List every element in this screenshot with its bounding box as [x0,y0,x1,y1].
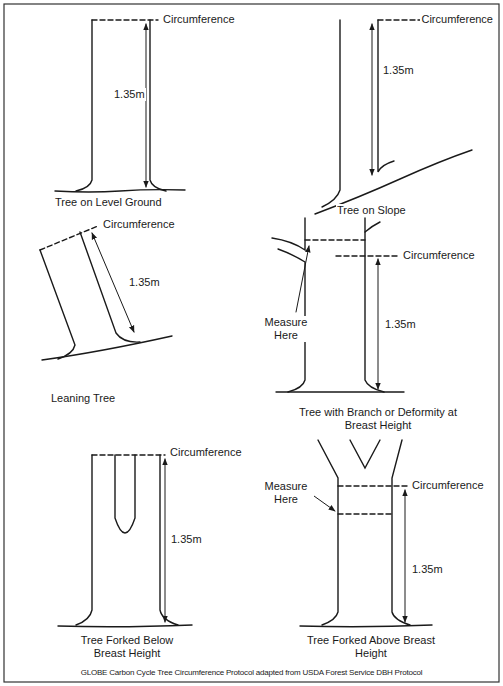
measure-here-label: Measure Here [258,316,314,342]
tree-forked-above [300,440,432,627]
circumference-label: Circumference [169,446,243,459]
tree-caption: Tree on Slope [336,204,407,217]
height-dimension: 1.35m [384,318,417,331]
circumference-label: Circumference [102,218,176,231]
circumference-label: Circumference [420,13,494,26]
height-dimension: 1.35m [170,533,203,546]
height-dimension: 1.35m [113,88,146,101]
circumference-label: Circumference [411,479,485,492]
tree-caption: Tree Forked Above Breast Height [304,634,438,660]
leaning-tree [40,226,172,360]
circumference-label: Circumference [162,13,236,26]
tree-level-ground [55,20,185,192]
measure-here-label: Measure Here [258,480,314,506]
tree-on-slope [315,20,472,214]
height-dimension: 1.35m [411,563,444,576]
tree-caption: Tree with Branch or Deformity at Breast … [282,406,474,432]
figure-caption: GLOBE Carbon Cycle Tree Circumference Pr… [8,668,495,678]
tree-caption: Tree on Level Ground [54,196,163,209]
height-dimension: 1.35m [382,64,415,77]
tree-with-branch [272,218,404,392]
frame [4,4,499,682]
tree-caption: Tree Forked Below Breast Height [64,634,190,660]
circumference-label: Circumference [402,249,476,262]
tree-caption: Leaning Tree [50,392,116,405]
height-dimension: 1.35m [128,276,161,289]
